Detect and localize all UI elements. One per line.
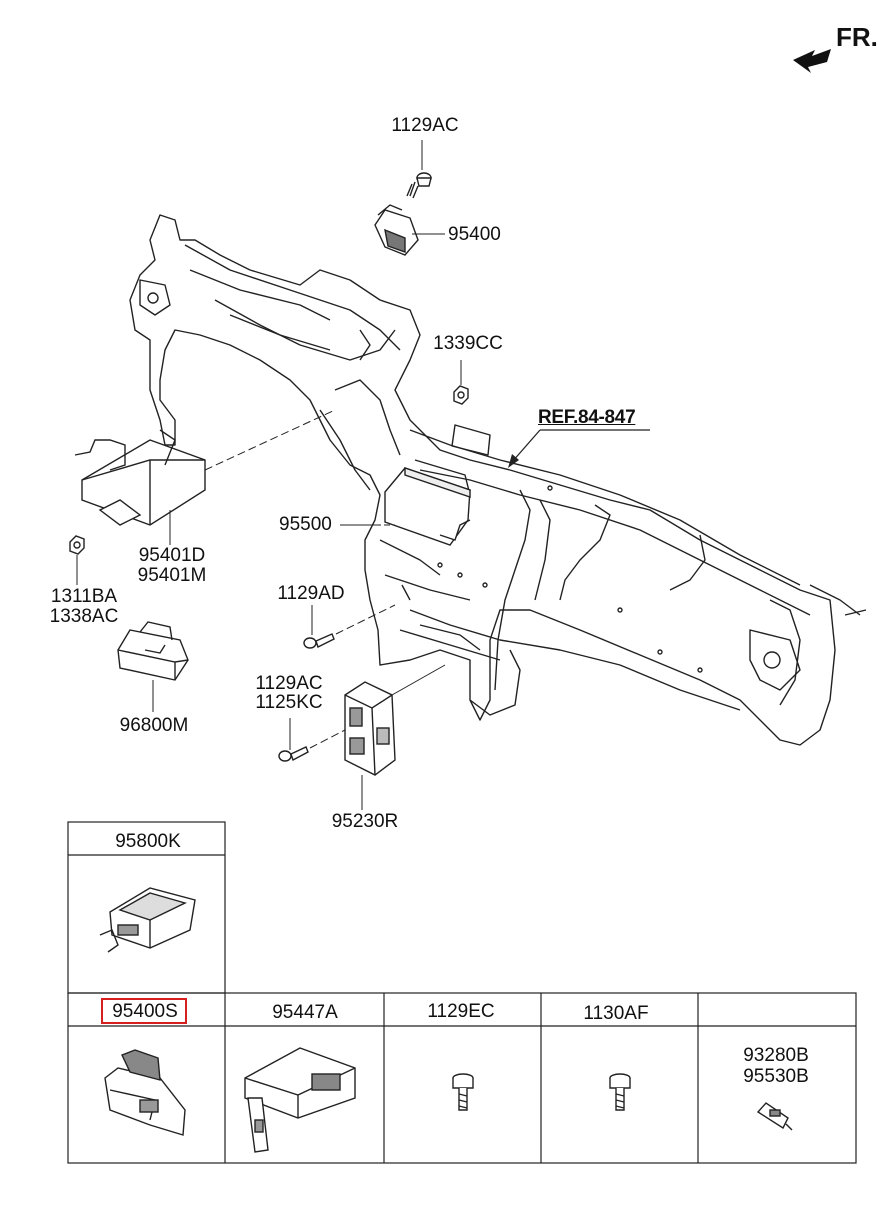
cell-label-93280b[interactable]: 93280B: [743, 1045, 809, 1066]
callout-1129ad: 1129AD: [277, 583, 345, 604]
callout-96800m: 96800M: [119, 715, 189, 736]
callout-1339cc: 1339CC: [433, 333, 503, 354]
unit-95401-drawing: [74, 429, 206, 526]
cell-label-95530b[interactable]: 95530B: [743, 1066, 809, 1087]
selected-part-highlight: [101, 998, 187, 1024]
part-93280b-icon: [756, 1102, 793, 1131]
cowl-cross-bar: [129, 214, 867, 746]
part-95400s-icon: [104, 1049, 186, 1136]
nut-1311ba-drawing: [69, 535, 85, 555]
callout-1129ac-low: 1129AC: [255, 673, 323, 694]
part-95447a-icon: [244, 1047, 356, 1153]
reference-label: REF.84-847: [538, 407, 636, 428]
part-95800k-icon: [99, 887, 196, 953]
callout-95400: 95400: [448, 224, 501, 245]
parts-table-grid: [67, 821, 857, 1164]
table-header-1130af[interactable]: 1130AF: [583, 1003, 649, 1024]
nut-1339cc-drawing: [453, 385, 469, 405]
front-direction-arrow: [793, 49, 831, 73]
part-1129ec-icon: [452, 1073, 474, 1111]
table-header-1129ec[interactable]: 1129EC: [427, 1001, 495, 1022]
table-header-95400s[interactable]: 95400S: [112, 1001, 178, 1022]
module-95400-drawing: [374, 204, 419, 256]
junction-box-95230r-drawing: [344, 681, 396, 776]
callout-1125kc: 1125KC: [255, 692, 323, 713]
callout-1311ba: 1311BA: [50, 586, 118, 607]
bolt-1129ac-low-drawing: [278, 746, 309, 762]
callout-95230r: 95230R: [331, 811, 399, 832]
callout-95401m: 95401M: [137, 565, 207, 586]
callout-1338ac: 1338AC: [49, 606, 119, 627]
table-header-95447a[interactable]: 95447A: [272, 1002, 338, 1023]
part-1130af-icon: [609, 1073, 631, 1111]
table-header-95800k: 95800K: [115, 831, 181, 852]
callout-1129ac-top: 1129AC: [391, 115, 459, 136]
unit-95500-drawing: [384, 467, 471, 546]
bolt-1129ac-top-drawing: [406, 172, 432, 199]
callout-95500: 95500: [279, 514, 332, 535]
bolt-1129ad-drawing: [303, 633, 335, 649]
front-direction-label: FR.: [836, 22, 878, 52]
module-96800m-drawing: [117, 621, 189, 681]
callout-95401d: 95401D: [138, 545, 206, 566]
